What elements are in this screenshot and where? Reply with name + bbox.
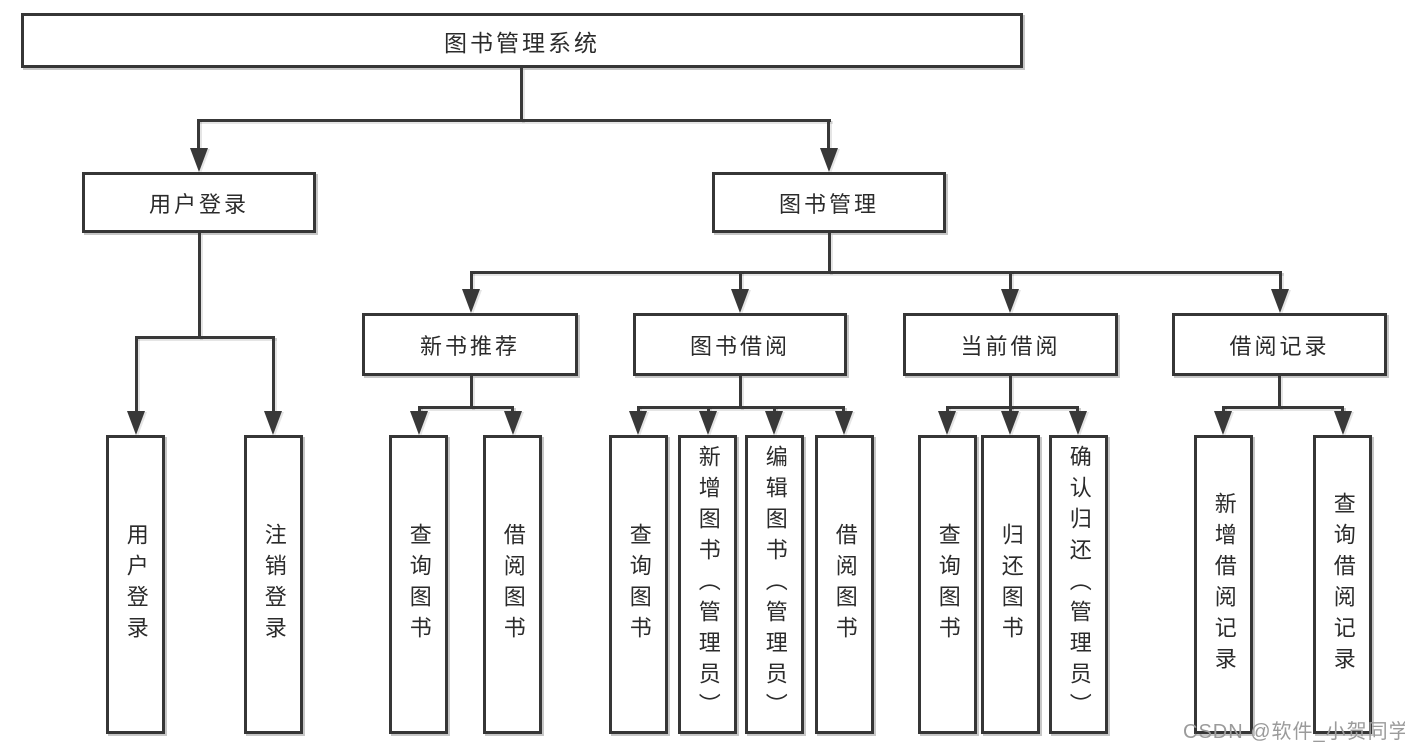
leaf-borrow-books-borrowing: 借阅图书	[815, 435, 874, 734]
node-borrowing-records-label: 借阅记录	[1229, 333, 1330, 359]
node-borrowing-records: 借阅记录	[1172, 313, 1387, 376]
connector-drop	[1222, 406, 1225, 413]
connector-arrowhead	[820, 148, 838, 172]
node-user-login-label: 用户登录	[148, 191, 249, 217]
leaf-logout: 注销登录	[244, 435, 303, 734]
connector-arrowhead	[629, 411, 647, 435]
connector-arrowhead	[1214, 411, 1232, 435]
connector-arrowhead	[462, 289, 480, 313]
connector-arrowhead	[264, 411, 282, 435]
leaf-query-books-current: 查询图书	[918, 435, 977, 734]
connector-arrowhead	[190, 148, 208, 172]
connector-user-login-drop	[197, 119, 200, 150]
connector-root-stem	[520, 68, 523, 121]
connector-records-bus	[1222, 406, 1344, 409]
connector-arrowhead	[1069, 411, 1087, 435]
node-root: 图书管理系统	[21, 13, 1023, 68]
connector-drop	[1076, 406, 1079, 413]
node-user-login: 用户登录	[82, 172, 316, 233]
watermark: CSDN @软件_小贺同学	[1183, 721, 1405, 743]
node-current-borrowing: 当前借阅	[903, 313, 1118, 376]
connector-level3-bus	[470, 271, 1282, 274]
connector-drop	[418, 406, 421, 413]
leaf-query-books-borrowing: 查询图书	[609, 435, 668, 734]
connector-drop	[511, 406, 514, 413]
connector-arrowhead	[410, 411, 428, 435]
connector-arrowhead	[127, 411, 145, 435]
leaf-borrow-books-recommend: 借阅图书	[483, 435, 542, 734]
connector-book-mgmt-drop	[827, 119, 830, 150]
connector-borrowing-stem	[739, 376, 742, 408]
connector-arrowhead	[1271, 289, 1289, 313]
node-book-management: 图书管理	[712, 172, 946, 233]
connector-user-login-bus	[135, 336, 275, 339]
leaf-query-books-recommend: 查询图书	[389, 435, 448, 734]
node-current-borrowing-label: 当前借阅	[960, 333, 1061, 359]
leaf-query-borrow-record: 查询借阅记录	[1313, 435, 1372, 734]
connector-arrowhead	[731, 289, 749, 313]
connector-arrowhead	[835, 411, 853, 435]
leaf-edit-book-admin: 编辑图书（管理员）	[745, 435, 804, 734]
node-new-book-recommendation-label: 新书推荐	[419, 333, 520, 359]
connector-recommend-bus	[418, 406, 514, 409]
node-root-label: 图书管理系统	[444, 29, 600, 56]
connector-current-stem	[1009, 376, 1012, 408]
leaf-add-book-admin: 新增图书（管理员）	[678, 435, 737, 734]
connector-drop	[773, 406, 776, 413]
connector-drop	[739, 271, 742, 291]
leaf-confirm-return-admin: 确认归还（管理员）	[1049, 435, 1108, 734]
node-new-book-recommendation: 新书推荐	[362, 313, 578, 376]
connector-level2-bus	[197, 119, 831, 122]
connector-arrowhead	[504, 411, 522, 435]
connector-book-mgmt-stem	[828, 233, 831, 273]
connector-current-bus	[946, 406, 1079, 409]
connector-arrowhead	[699, 411, 717, 435]
node-book-management-label: 图书管理	[778, 191, 879, 217]
leaf-user-login: 用户登录	[106, 435, 165, 734]
connector-arrowhead	[1001, 289, 1019, 313]
connector-drop	[272, 336, 275, 413]
connector-drop	[1009, 406, 1012, 413]
connector-arrowhead	[1001, 411, 1019, 435]
node-book-borrowing-label: 图书借阅	[689, 333, 790, 359]
node-book-borrowing: 图书借阅	[633, 313, 847, 376]
leaf-add-borrow-record: 新增借阅记录	[1194, 435, 1253, 734]
connector-drop	[135, 336, 138, 413]
connector-drop	[470, 271, 473, 291]
connector-arrowhead	[765, 411, 783, 435]
connector-borrowing-bus	[637, 406, 845, 409]
connector-user-login-stem	[198, 233, 201, 338]
leaf-return-books: 归还图书	[981, 435, 1040, 734]
connector-drop	[707, 406, 710, 413]
connector-drop	[637, 406, 640, 413]
connector-arrowhead	[938, 411, 956, 435]
connector-drop	[1009, 271, 1012, 291]
connector-drop	[842, 406, 845, 413]
connector-drop	[946, 406, 949, 413]
connector-drop	[1279, 271, 1282, 291]
connector-records-stem	[1278, 376, 1281, 408]
connector-recommend-stem	[470, 376, 473, 408]
connector-drop	[1341, 406, 1344, 413]
connector-arrowhead	[1334, 411, 1352, 435]
